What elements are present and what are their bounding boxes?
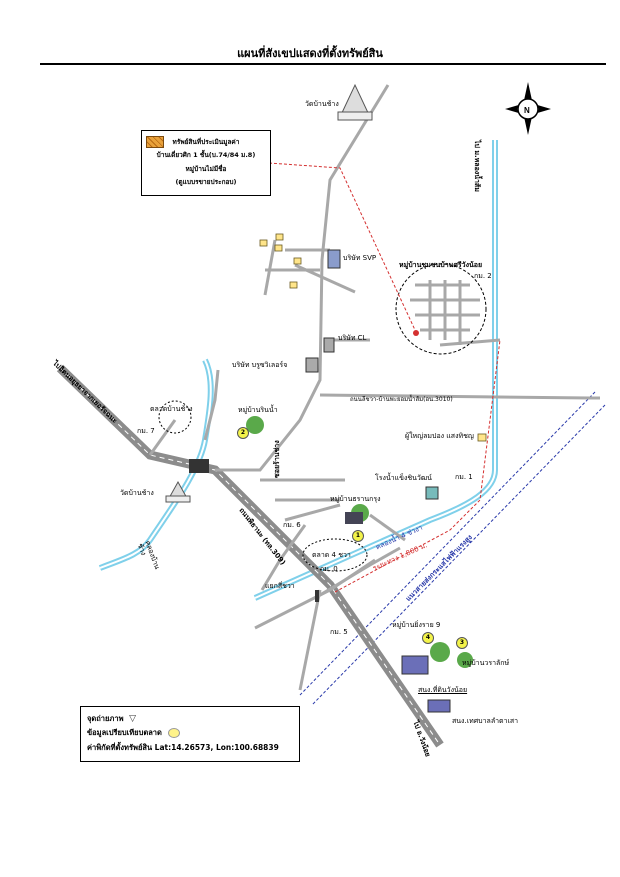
comparison-marker-2: 2: [237, 427, 249, 439]
label-intersection: แยกสี่ชวา: [265, 582, 295, 590]
legend-property: ทรัพย์สินที่ประเมินมูลค่า บ้านเดี่ยวศิก …: [141, 130, 271, 196]
factory-icon: [425, 486, 439, 500]
powerline-1: [299, 391, 596, 696]
label-to-north: ไป ม.หลองน้ำส้ม: [473, 140, 481, 192]
local-roads: [148, 84, 600, 691]
label-village-yang: หมู่บ้านยิ่งราย 9: [392, 621, 441, 629]
legend-info: จุดถ่ายภาพ ▽ ข้อมูลเปรียบเทียบตลาด ค่าพิ…: [80, 706, 300, 762]
bridge: [189, 459, 209, 473]
company-cl-icon: [323, 337, 335, 353]
company-svp-icon: [327, 249, 341, 269]
label-wat-ban-chang-2: วัดบ้านช้าง: [120, 489, 154, 497]
label-village-sri: หมู่บ้านชุมชนบ้านศรีวังน้อย: [399, 261, 483, 269]
compare-circle-icon: [167, 728, 180, 738]
village-boundary: [395, 263, 487, 355]
legend-line2: บ้านเดี่ยวศิก 1 ชั้น(บ.74/84 ม.8): [156, 151, 256, 159]
label-km6: กม. 6: [283, 521, 301, 529]
compass-icon: N: [505, 82, 551, 135]
legend-line4: (ตูแบบรขายประกอบ): [175, 178, 237, 186]
comparison-marker-1: 1: [352, 530, 364, 542]
label-talad-ban-chang: ตลาดบ้านช้าง: [150, 405, 193, 413]
legend-line1: ทรัพย์สินที่ประเมินมูลค่า: [172, 138, 240, 146]
title-divider: [40, 63, 606, 65]
canal-left-center: [99, 359, 212, 569]
office-icon: [401, 655, 429, 675]
label-village-wara: หมู่บ้านวราลักษ์: [462, 659, 510, 667]
label-village-krung: หมู่บ้านธรานกรุง: [330, 495, 381, 503]
legend-compare-label: ข้อมูลเปรียบเทียบตลาด: [87, 728, 162, 737]
main-highway: [56, 364, 444, 748]
label-km0: กม. 0: [320, 565, 338, 573]
property-swatch: [146, 136, 164, 148]
label-land-office: สนง.ที่ดินวังน้อย: [418, 686, 468, 694]
legend-coords-label: ค่าพิกัดที่ตั้งทรัพย์สิน Lat:14.26573, L…: [87, 743, 279, 752]
pointer-line: [268, 162, 416, 331]
camera-view-icon: ▽: [129, 714, 137, 724]
legend-photo-row: จุดถ่ายภาพ ▽: [87, 713, 136, 725]
market-boundary: [158, 400, 192, 434]
label-company-cl: บริษัท CL: [338, 334, 367, 342]
label-soi-road: ซอยร้านช่าง: [273, 440, 281, 478]
temple-icon: [337, 83, 373, 121]
label-factory: โรงน้ำแข็งชินวัฒน์: [375, 474, 432, 482]
label-km2: กม. 2: [474, 272, 492, 280]
comparison-marker-3: 3: [456, 637, 468, 649]
house-icons: [259, 233, 487, 442]
label-company-svp: บริษัท SVP: [343, 254, 377, 262]
municipal-icon: [427, 699, 451, 713]
village-grid: [410, 280, 501, 347]
label-km1: กม. 1: [455, 473, 473, 481]
village-krung-icon: [345, 512, 363, 524]
talad4-boundary: [302, 538, 368, 572]
label-company-burs: บริษัท บรูซวิเลอร์จ: [232, 361, 288, 369]
temple-icon-2: [165, 480, 191, 503]
map-title: แผนที่สังเขปแสดงที่ตั้งทรัพย์สิน: [237, 47, 383, 60]
company-burs-icon: [305, 357, 319, 373]
label-wat-ban-chang: วัดบ้านช้าง: [305, 100, 339, 108]
legend-photo-label: จุดถ่ายภาพ: [87, 714, 124, 723]
canal-right-center: [254, 140, 496, 599]
svg-text:N: N: [524, 106, 530, 115]
comparison-marker-4: 4: [422, 632, 434, 644]
label-talad4: ตลาด 4 ชวา: [312, 551, 351, 559]
label-village-tin: หมู่บ้านรินน้ำ: [238, 406, 278, 414]
label-road-road: ถนนลีชวา-บ้านพะยอมน้ำส้ม(อน.3010): [350, 396, 453, 403]
property-marker: [413, 330, 419, 336]
legend-compare-row: ข้อมูลเปรียบเทียบตลาด: [87, 727, 180, 739]
traffic-light-icon: [315, 590, 319, 602]
label-puyai: ผู้ใหญ่ลมปอง แสงทิชญ: [405, 432, 474, 440]
route-line: [334, 339, 501, 593]
label-km5: กม. 5: [330, 628, 348, 636]
legend-line3: หมู่บ้านไม่มีชื่อ: [185, 165, 227, 173]
label-km7: กม. 7: [137, 427, 155, 435]
legend-coords-row: ค่าพิกัดที่ตั้งทรัพย์สิน Lat:14.26573, L…: [87, 742, 279, 754]
label-municipal: สนง.เทศบาลลำตาเสา: [452, 717, 519, 725]
tree-icons: [246, 416, 473, 668]
